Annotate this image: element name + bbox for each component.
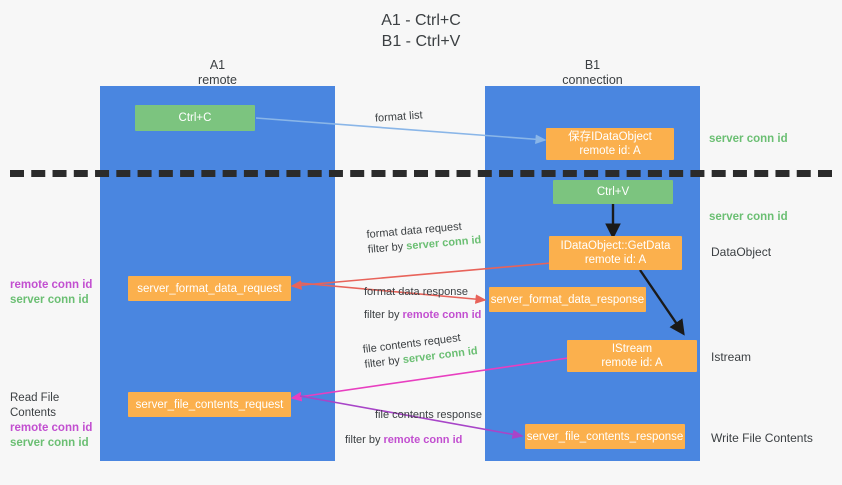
annotation-write-file-contents: Write File Contents — [711, 431, 813, 445]
box-save-idataobject-line1: 保存IDataObject — [568, 131, 652, 143]
lane-a1-subtitle: remote — [198, 73, 237, 87]
title-line-2: B1 - Ctrl+V — [381, 33, 461, 50]
annotation-server-conn-id: server conn id — [10, 294, 89, 306]
annotation-remote-conn-id: remote conn id — [10, 279, 93, 291]
box-ctrl-c[interactable]: Ctrl+C — [135, 105, 255, 131]
phase-separator-line — [10, 170, 832, 177]
title-line-1: A1 - Ctrl+C — [381, 12, 461, 29]
filter-prefix: filter by — [364, 309, 403, 321]
filter-prefix: filter by — [363, 354, 404, 371]
box-getdata-line2: remote id: A — [584, 254, 647, 266]
filter-prefix: filter by — [367, 240, 407, 256]
arrow-format-data-request — [290, 262, 552, 290]
box-ctrl-c-label: Ctrl+C — [178, 112, 212, 124]
label-format-data-response-text: format data response — [364, 286, 468, 298]
filter-value-remote-conn-id: remote conn id — [402, 309, 482, 321]
box-save-idataobject-line2: remote id: A — [579, 145, 641, 157]
annotation-data-object: DataObject — [711, 245, 772, 259]
box-server-file-contents-response[interactable]: server_file_contents_response — [525, 424, 685, 449]
annotation-read-file-contents-heading: Read File Contents — [10, 392, 60, 419]
box-server-format-data-request[interactable]: server_format_data_request — [128, 276, 291, 301]
box-istream-line1: IStream — [611, 343, 653, 355]
label-format-data-response-filter: filter by remote conn id — [364, 308, 481, 323]
label-format-data-response: format data response filter by remote co… — [364, 285, 481, 323]
label-format-list-text: format list — [374, 109, 424, 125]
lane-header-b1: B1 connection — [485, 58, 700, 88]
box-idataobject-getdata[interactable]: IDataObject::GetData remote id: A — [549, 236, 682, 270]
box-getdata-line1: IDataObject::GetData — [560, 240, 671, 252]
box-server-file-contents-request-label: server_file_contents_request — [135, 398, 284, 411]
annotation-server-conn-id: server conn id — [10, 437, 89, 449]
box-server-file-contents-request[interactable]: server_file_contents_request — [128, 392, 291, 417]
label-file-contents-response-filter: filter by remote conn id — [345, 433, 482, 448]
annotation-server-conn-id-top: server conn id — [709, 133, 788, 145]
lane-a1-name: A1 — [209, 58, 226, 72]
box-server-format-data-request-label: server_format_data_request — [137, 282, 282, 295]
box-save-idataobject[interactable]: 保存IDataObject remote id: A — [546, 128, 674, 160]
arrow-format-list — [255, 117, 547, 145]
annotation-remote-conn-id: remote conn id — [10, 422, 93, 434]
box-ctrl-v-label: Ctrl+V — [596, 186, 630, 198]
annotation-istream: Istream — [711, 350, 752, 364]
box-server-format-data-response[interactable]: server_format_data_response — [489, 287, 646, 312]
filter-prefix: filter by — [345, 434, 384, 446]
box-istream-line2: remote id: A — [601, 357, 663, 369]
arrow-getdata-to-istream — [639, 269, 685, 336]
box-server-format-data-response-label: server_format_data_response — [490, 293, 645, 306]
annotation-server-conn-id-mid: server conn id — [709, 211, 788, 223]
box-istream[interactable]: IStream remote id: A — [567, 340, 697, 372]
lane-header-a1: A1 remote — [100, 58, 335, 88]
lane-b1-subtitle: connection — [562, 73, 623, 87]
lane-b1-name: B1 — [584, 58, 601, 72]
label-file-contents-response-text: file contents response — [375, 409, 483, 421]
left-annotation-read-file-contents: Read File Contents remote conn id server… — [10, 391, 105, 451]
arrow-file-contents-response — [299, 395, 524, 440]
left-annotation-format-data: remote conn id server conn id — [10, 278, 100, 308]
filter-value-remote-conn-id: remote conn id — [383, 434, 463, 446]
label-file-contents-response: file contents response filter by remote … — [345, 408, 483, 448]
page-title: A1 - Ctrl+C B1 - Ctrl+V — [0, 10, 842, 52]
box-server-file-contents-response-label: server_file_contents_response — [526, 430, 684, 443]
arrow-file-contents-request — [290, 357, 569, 402]
box-ctrl-v[interactable]: Ctrl+V — [553, 180, 673, 204]
arrow-format-data-response — [299, 282, 487, 304]
